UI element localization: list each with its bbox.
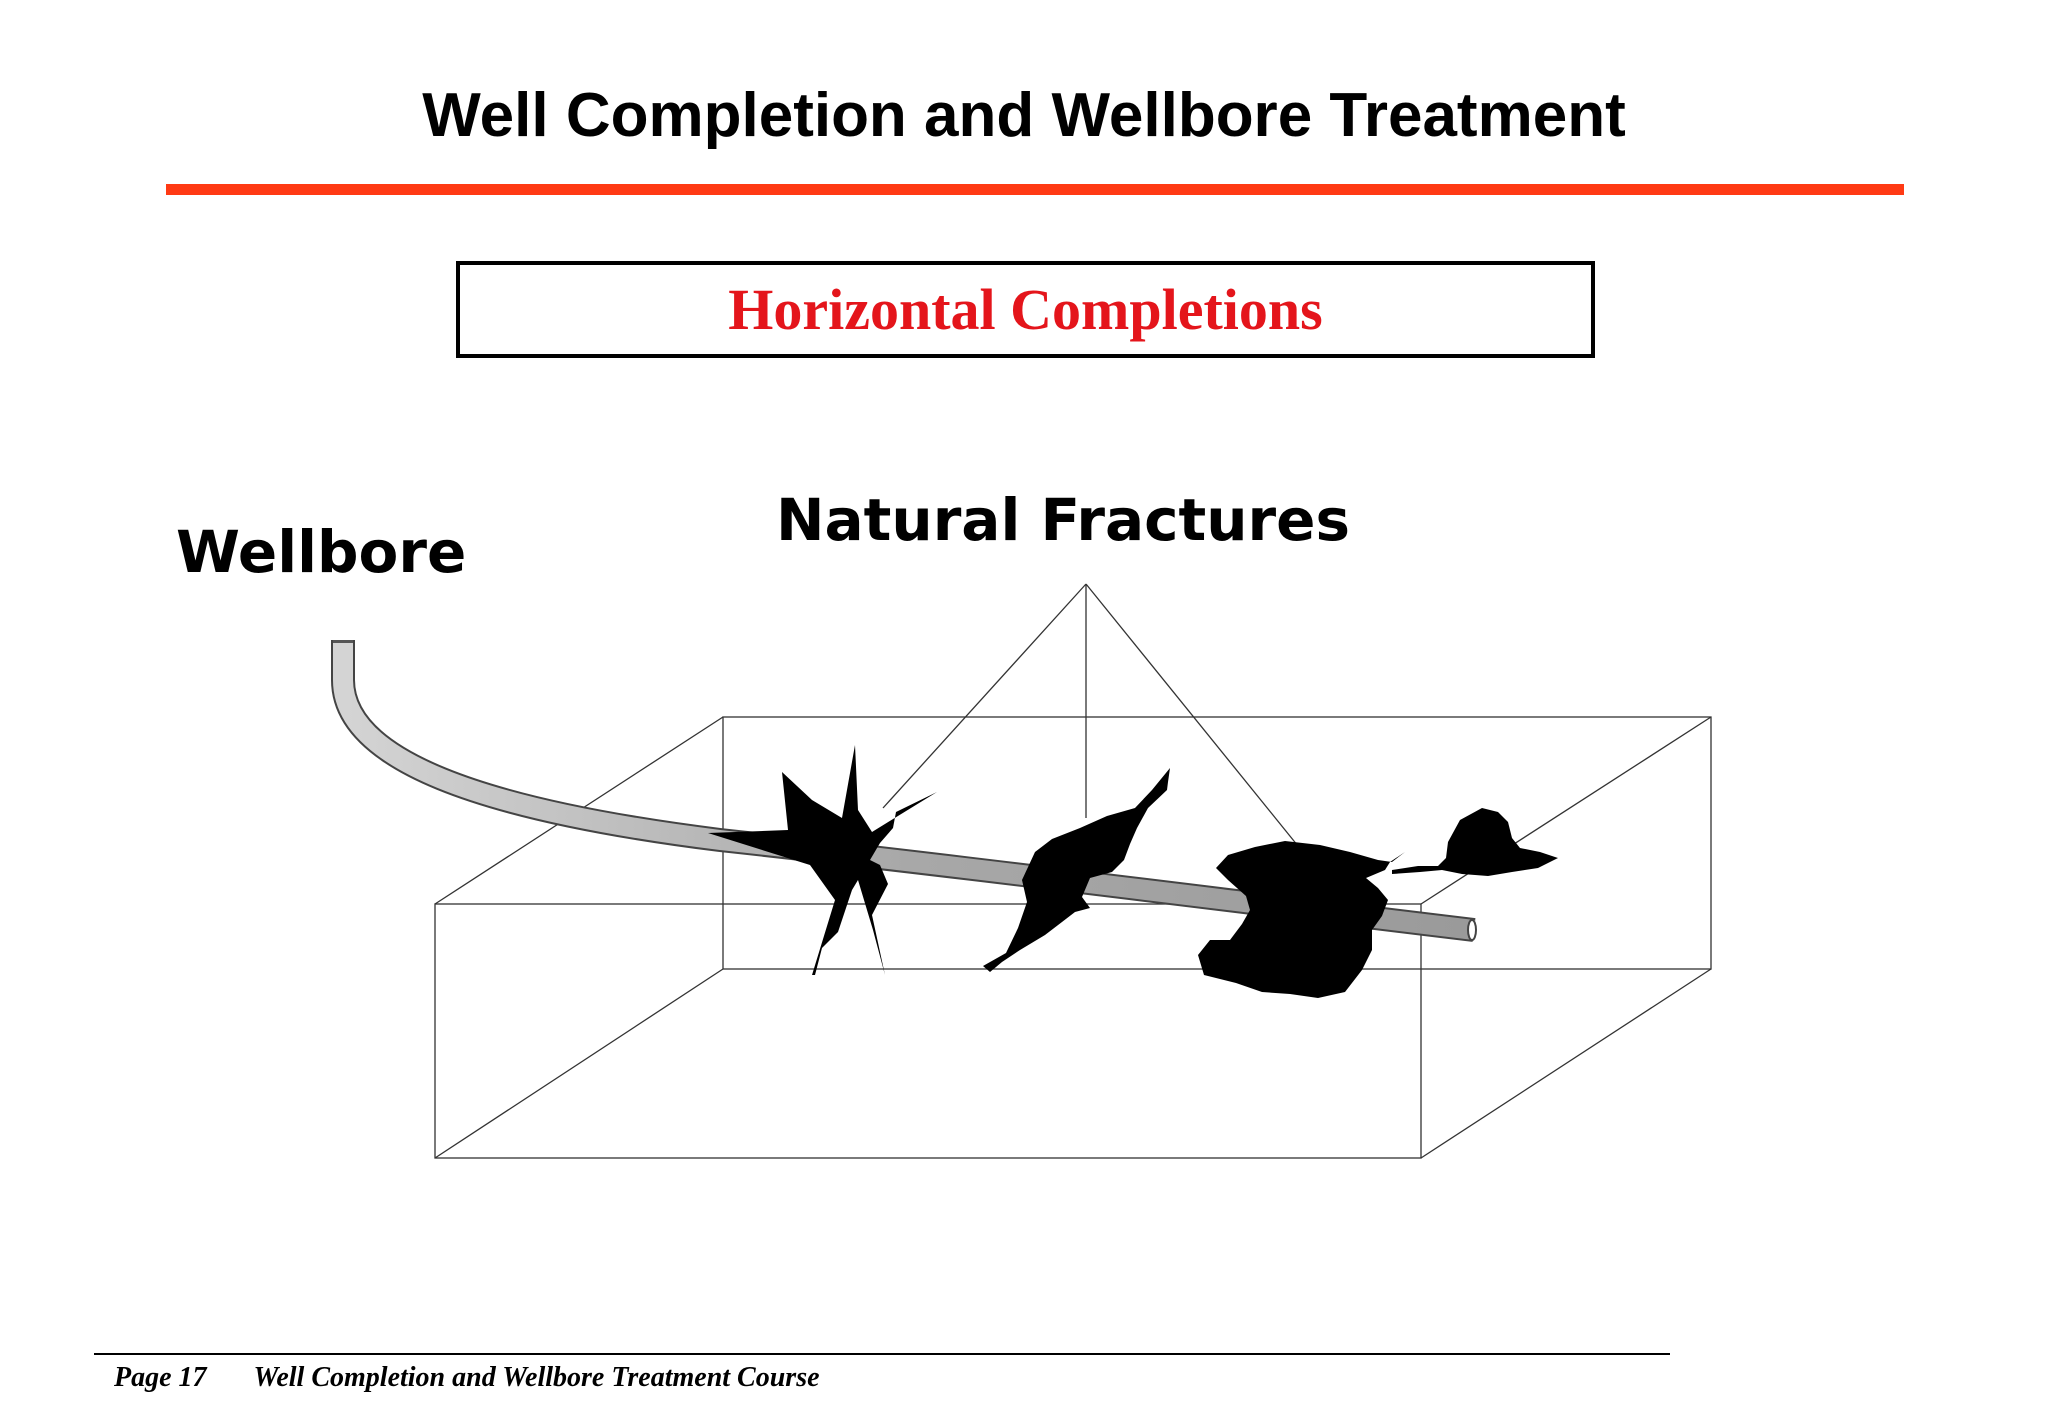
footer-course-title: Well Completion and Wellbore Treatment C… (253, 1362, 820, 1393)
natural-fractures-label: Natural Fractures (776, 486, 1350, 554)
reservoir-block (434, 716, 1712, 1159)
natural-fracture-3 (1198, 808, 1558, 998)
footer: Page 17 Well Completion and Wellbore Tre… (114, 1362, 820, 1394)
wellbore-label: Wellbore (176, 518, 466, 586)
natural-fracture-1 (708, 745, 937, 975)
natural-fracture-2 (983, 768, 1170, 972)
footer-divider (94, 1353, 1670, 1355)
footer-page-number: Page 17 (114, 1362, 207, 1393)
title-divider (166, 184, 1904, 195)
fracture-callout-lines (882, 583, 1299, 847)
section-title: Horizontal Completions (728, 277, 1323, 342)
section-title-box: Horizontal Completions (456, 261, 1595, 358)
page-title: Well Completion and Wellbore Treatment (422, 81, 1626, 150)
